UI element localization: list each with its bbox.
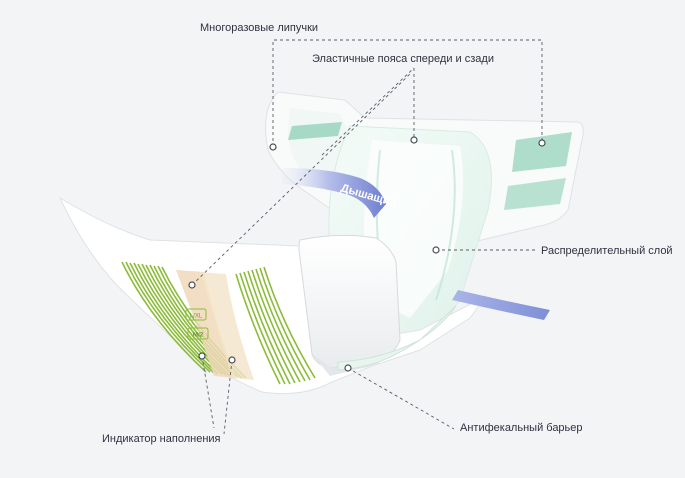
- wetness-indicator-band-inner: [200, 272, 254, 380]
- dot-distribution: [432, 246, 440, 254]
- size-mark-medium-text: M/2: [193, 332, 204, 339]
- label-velcro: Многоразовые липучки: [200, 22, 319, 34]
- label-anti-faecal-barrier: Антифекальный барьер: [460, 422, 583, 434]
- callout-dots: [188, 136, 546, 372]
- leader-velcro: [272, 39, 543, 147]
- breathable-ribbon: [282, 168, 386, 218]
- velcro-tab-right-top: [512, 132, 572, 172]
- dot-indicator-right: [228, 356, 236, 364]
- label-elastic-waist: Эластичные пояса спереди и сзади: [312, 53, 494, 65]
- dot-barrier: [344, 364, 352, 372]
- leader-indicator-left: [201, 355, 215, 429]
- front-pad-shadow: [312, 354, 380, 376]
- size-mark-large: L/XL: [185, 308, 207, 321]
- velcro-tab-left: [288, 122, 342, 140]
- front-pad: [298, 234, 401, 369]
- leader-indicator-top: [191, 73, 411, 286]
- dot-indicator-top: [188, 281, 196, 289]
- anti-faecal-barrier: [337, 305, 457, 371]
- dot-velcro-right: [538, 139, 546, 147]
- velcro-tab-right-bottom: [504, 178, 566, 210]
- leader-indicator-right: [223, 359, 233, 435]
- dot-velcro-left: [269, 143, 277, 151]
- size-mark-medium: M/2: [187, 327, 209, 340]
- label-wetness-indicator: Индикатор наполнения: [102, 433, 221, 445]
- dot-waist: [410, 136, 418, 144]
- wetness-indicator-band: [176, 270, 236, 378]
- dot-indicator-left: [198, 352, 206, 360]
- size-mark-large-text: L/XL: [190, 314, 203, 320]
- breathable-ribbon-rear: [452, 290, 550, 320]
- leader-lines: [191, 39, 543, 435]
- label-distribution-layer: Распределительный слой: [541, 245, 673, 257]
- leader-barrier: [347, 367, 455, 430]
